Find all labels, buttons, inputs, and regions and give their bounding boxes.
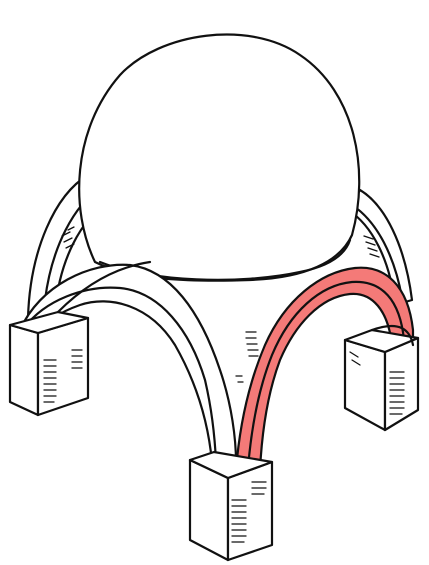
right-pier	[345, 330, 418, 430]
dome	[79, 35, 359, 281]
front-pier	[190, 452, 272, 560]
left-pier	[10, 312, 88, 415]
